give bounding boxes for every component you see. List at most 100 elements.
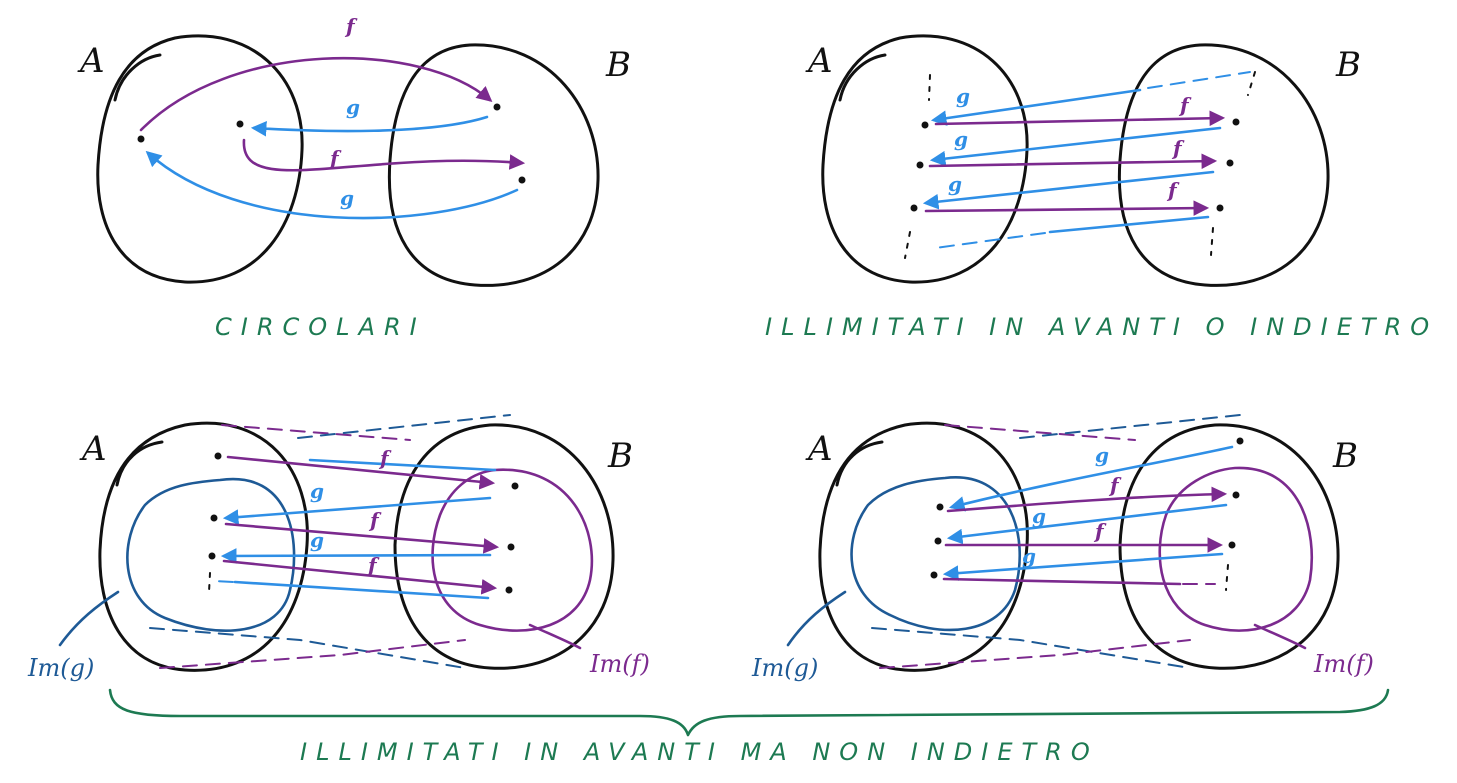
element-dot: [511, 482, 519, 490]
element-dot: [910, 204, 918, 212]
element-dot: [921, 121, 929, 129]
diagram-forward-unbounded-right: A B g f g f g Im(g) Im(f): [751, 414, 1374, 682]
set-a-label: A: [77, 41, 105, 81]
set-b-outline: [387, 43, 600, 287]
domain-bound-dashed: [944, 424, 1136, 441]
image-f-pointer: [1253, 623, 1307, 650]
g-label: g: [346, 95, 360, 119]
image-g-pointer: [58, 590, 120, 647]
set-a-outline: [821, 34, 1029, 284]
element-dot: [916, 161, 924, 169]
image-g-label: Im(g): [751, 654, 818, 682]
ellipsis-marker: [1247, 71, 1256, 96]
f-label: f: [344, 14, 358, 38]
g-dashed-extension: [934, 232, 1046, 249]
f-label: f: [1171, 136, 1185, 160]
image-f-label: Im(f): [1313, 650, 1374, 678]
element-dot: [236, 120, 244, 128]
set-a-outline: [818, 421, 1029, 672]
element-dot: [210, 514, 218, 522]
domain-bound-dashed: [871, 627, 1191, 669]
image-f-label: Im(f): [589, 650, 650, 678]
set-b-outline: [1117, 43, 1330, 287]
f-arrow: [222, 559, 498, 595]
g-arrow: [922, 170, 1215, 210]
g-label: g: [956, 84, 970, 108]
g-label: g: [1022, 544, 1036, 568]
element-dot: [518, 176, 526, 184]
g-arrow: [946, 503, 1228, 545]
element-dot: [934, 537, 942, 545]
element-dot: [930, 571, 938, 579]
element-dot: [1232, 491, 1240, 499]
domain-bound-dashed: [149, 627, 466, 669]
ellipsis-marker: [208, 572, 211, 593]
ellipsis-marker: [904, 231, 911, 259]
set-b-label: B: [605, 45, 631, 85]
f-label: f: [1108, 473, 1122, 497]
f-arrow: [226, 455, 496, 490]
set-b-label: B: [1332, 436, 1358, 476]
diagram-circular: A B f g f g CIRCOLARI: [77, 14, 631, 341]
domain-bound-dashed: [221, 424, 411, 441]
g-label: g: [1095, 443, 1109, 467]
g-arrow: [220, 548, 492, 564]
f-label: f: [1178, 93, 1192, 117]
element-dot: [507, 543, 515, 551]
element-dot: [1216, 204, 1224, 212]
f-label: f: [328, 146, 342, 170]
f-arrow: [139, 56, 493, 132]
f-arrow: [928, 153, 1218, 170]
domain-bound-dashed: [1019, 414, 1241, 439]
element-dot: [936, 503, 944, 511]
f-label: f: [366, 553, 380, 577]
ellipsis-marker: [1210, 227, 1214, 256]
caption: ILLIMITATI IN AVANTI O INDIETRO: [765, 313, 1438, 341]
g-label: g: [1032, 504, 1046, 528]
element-dot: [1228, 541, 1236, 549]
set-a-label: A: [79, 429, 107, 469]
element-dot: [505, 586, 513, 594]
set-b-label: B: [1335, 45, 1361, 85]
image-f-region: [1158, 466, 1314, 632]
domain-bound-dashed: [297, 414, 511, 439]
f-arrow: [224, 522, 500, 554]
ellipsis-marker: [1225, 564, 1229, 591]
image-g-label: Im(g): [27, 654, 94, 682]
g-line-top: [308, 458, 497, 472]
g-arrow: [929, 126, 1222, 167]
domain-bound-dashed: [159, 639, 466, 669]
set-a-outline: [98, 421, 309, 672]
g-label: g: [310, 528, 324, 552]
set-b-outline: [393, 423, 615, 670]
set-a-label: A: [805, 41, 833, 81]
set-b-label: B: [607, 436, 633, 476]
image-g-region: [850, 476, 1022, 632]
element-dot: [208, 552, 216, 560]
element-dot: [1236, 437, 1244, 445]
image-f-region: [431, 468, 594, 632]
domain-bound-dashed: [879, 639, 1191, 669]
element-dot: [493, 103, 501, 111]
f-arrow: [242, 138, 526, 172]
f-line-continuing: [942, 577, 1182, 586]
g-label: g: [340, 186, 354, 210]
set-a-outline-stroke: [838, 53, 887, 102]
g-arrow: [250, 115, 489, 137]
set-a-outline-stroke: [115, 440, 164, 487]
image-g-pointer: [786, 590, 847, 647]
f-label: f: [1166, 178, 1180, 202]
g-line-bottom: [233, 580, 490, 600]
f-arrow: [924, 200, 1210, 216]
element-dot: [214, 452, 222, 460]
g-arrow: [948, 445, 1234, 512]
f-label: f: [378, 446, 392, 470]
set-a-label: A: [805, 429, 833, 469]
f-arrow: [934, 110, 1226, 127]
bottom-caption: ILLIMITATI IN AVANTI MA NON INDIETRO: [300, 738, 1099, 766]
element-dot: [1226, 159, 1234, 167]
set-a-outline-stroke: [113, 53, 162, 102]
g-label: g: [310, 479, 324, 503]
ellipsis-marker: [928, 74, 931, 101]
